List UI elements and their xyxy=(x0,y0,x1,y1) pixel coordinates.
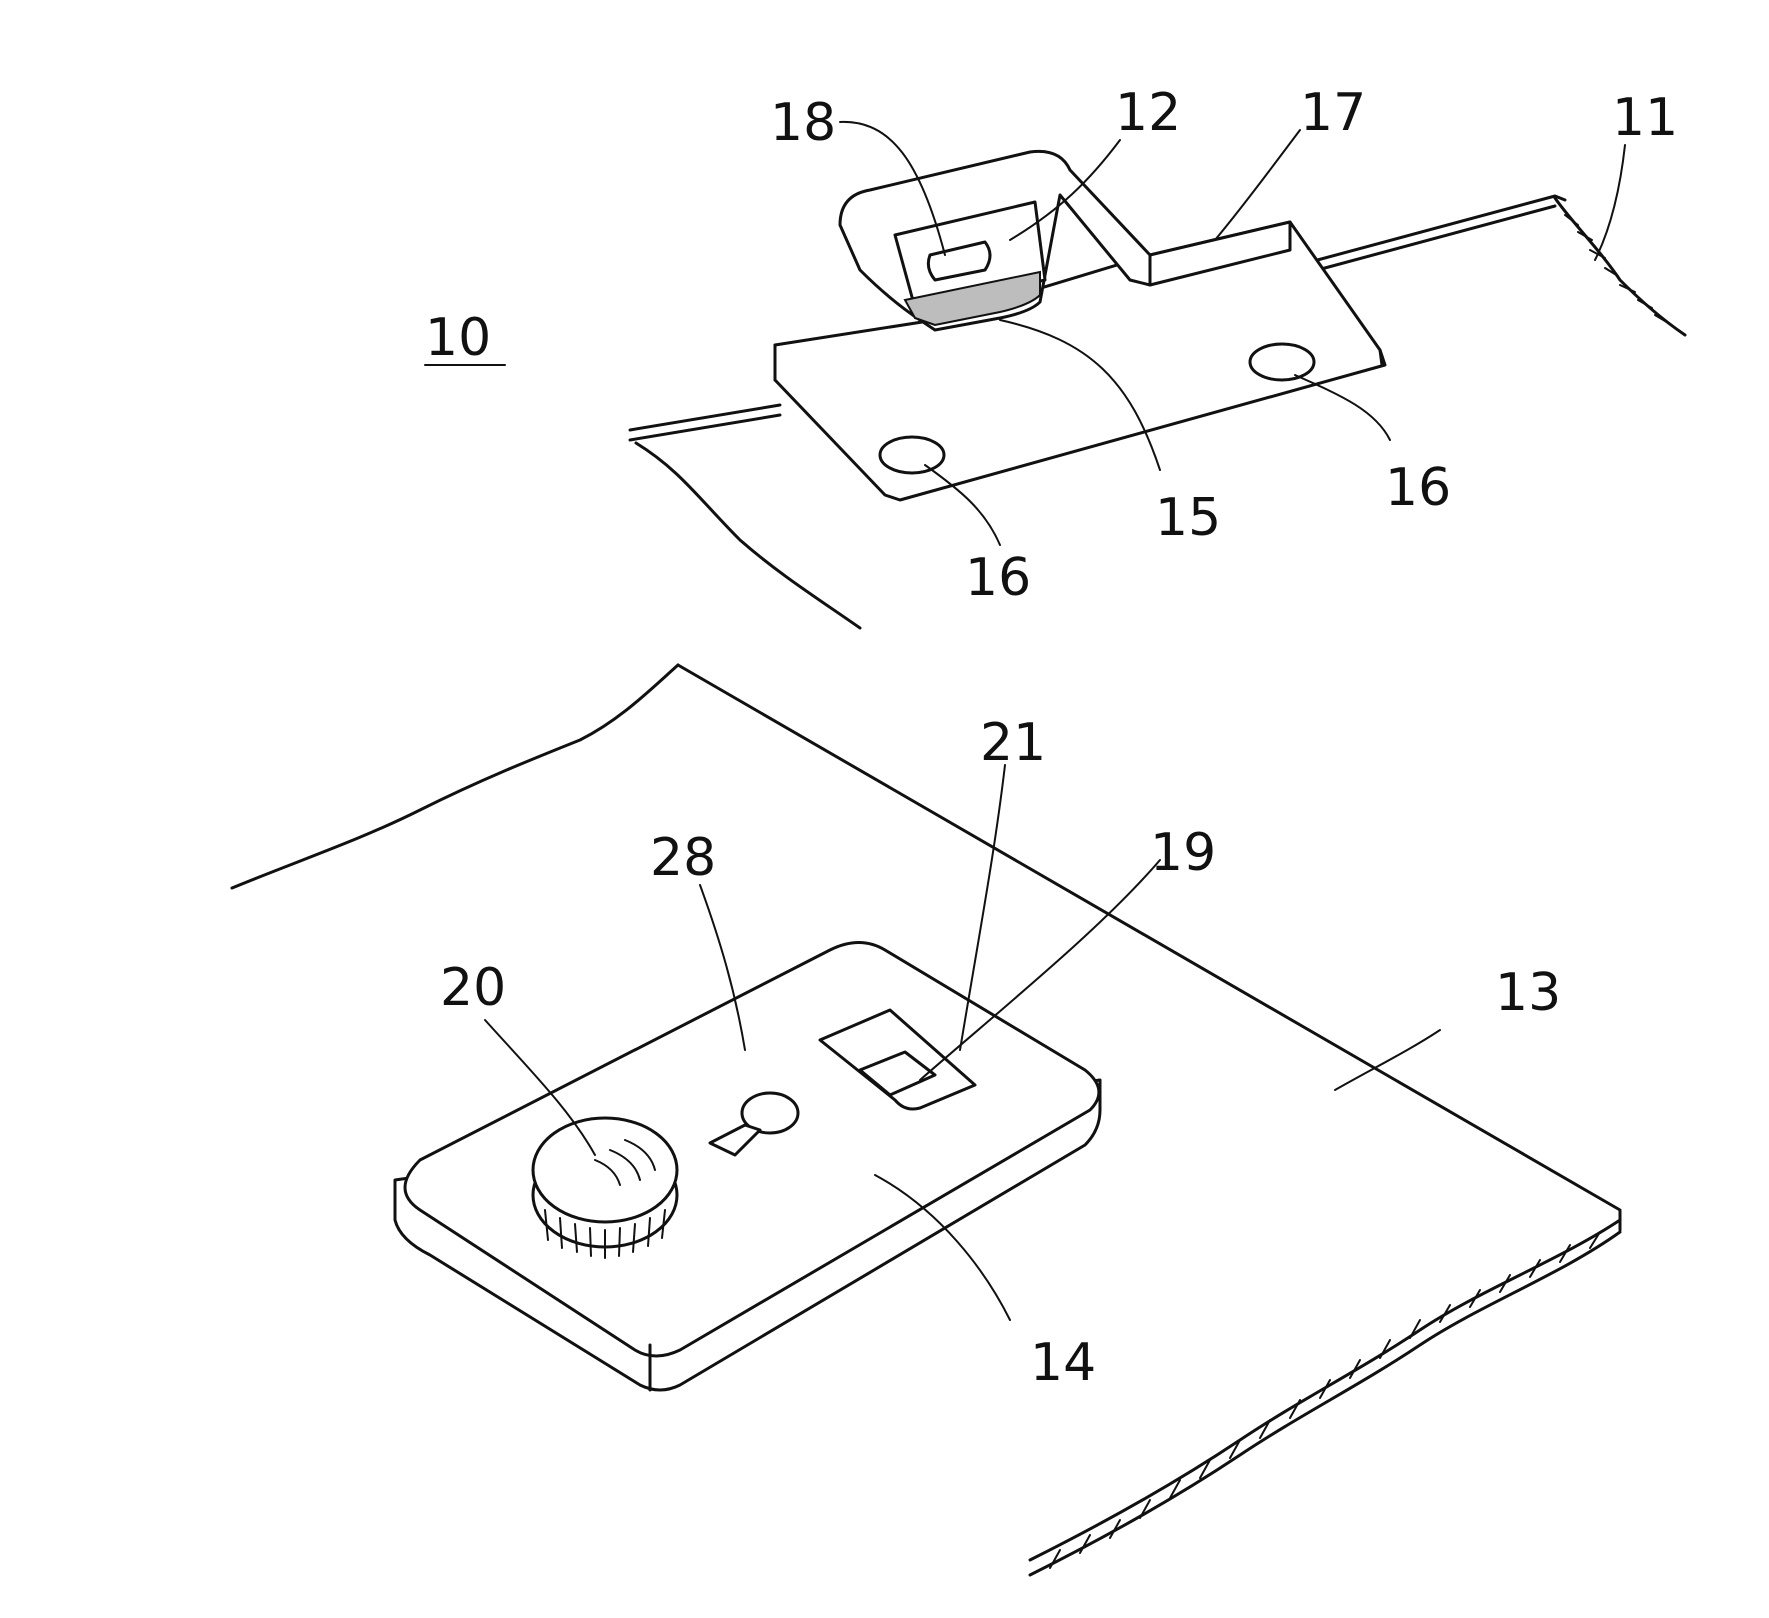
panel-hatch xyxy=(1050,1232,1600,1568)
mounting-hole-left xyxy=(880,437,944,473)
label-15: 15 xyxy=(1155,488,1221,548)
label-14: 14 xyxy=(1030,1333,1096,1393)
label-16-left: 16 xyxy=(965,548,1031,608)
leader-13 xyxy=(1335,1030,1440,1090)
label-12: 12 xyxy=(1115,83,1181,143)
label-21: 21 xyxy=(980,713,1046,773)
label-28: 28 xyxy=(650,828,716,888)
mounting-hole-right xyxy=(1250,344,1314,380)
label-11: 11 xyxy=(1612,88,1678,148)
label-18: 18 xyxy=(770,93,836,153)
bracket-assembly xyxy=(630,151,1685,628)
label-20: 20 xyxy=(440,958,506,1018)
plate-torn-edge-left xyxy=(636,443,860,628)
panel-assembly xyxy=(232,665,1620,1575)
plate-torn-edge-right xyxy=(1555,198,1685,335)
leader-11 xyxy=(1595,145,1625,260)
label-13: 13 xyxy=(1495,963,1561,1023)
label-16-right: 16 xyxy=(1385,458,1451,518)
panel-torn-edge-top xyxy=(232,665,678,888)
label-10: 10 xyxy=(425,308,491,368)
label-19: 19 xyxy=(1150,823,1216,883)
label-17: 17 xyxy=(1300,83,1366,143)
